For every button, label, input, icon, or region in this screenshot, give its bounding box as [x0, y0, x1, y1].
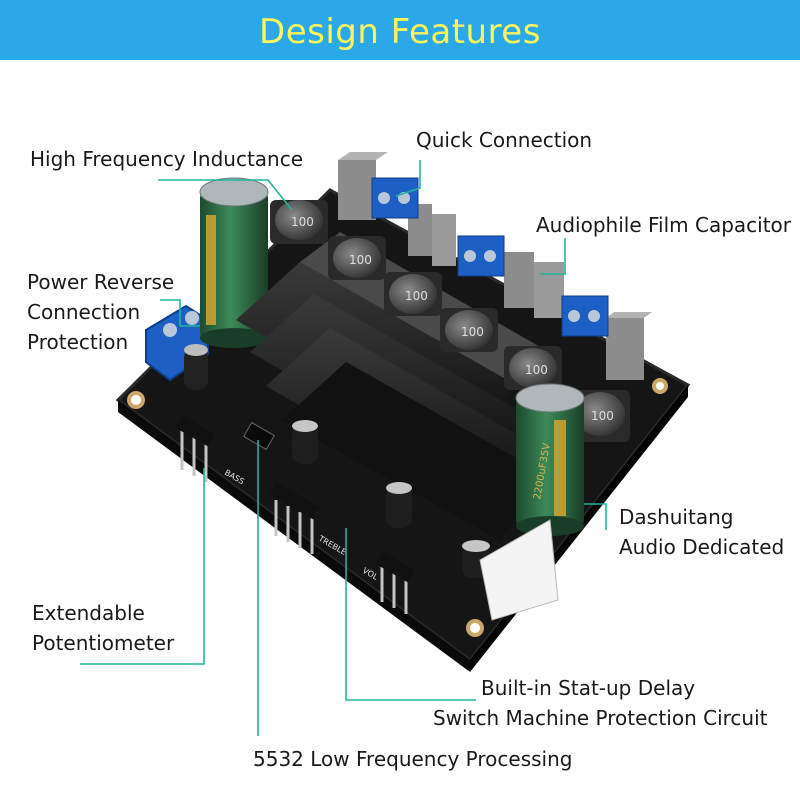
leader-film	[540, 238, 566, 275]
leader-dashuitang	[584, 503, 607, 530]
inductor: 100	[328, 236, 386, 280]
small-capacitor	[386, 482, 412, 528]
inductor: 100	[270, 200, 328, 244]
header-banner	[0, 0, 800, 60]
leader-lines	[80, 160, 607, 736]
label-power-reverse-3: Protection	[27, 330, 129, 354]
label-high-frequency-inductance: High Frequency Inductance	[30, 147, 304, 171]
label-extendable-2: Potentiometer	[32, 631, 175, 655]
main-capacitor-left	[199, 177, 269, 348]
label-power-reverse-1: Power Reverse	[27, 270, 175, 294]
leader-power	[160, 299, 200, 327]
inductor-label: 100	[349, 253, 372, 267]
label-startup-delay-2: Switch Machine Protection Circuit	[433, 706, 768, 730]
label-quick-connection: Quick Connection	[416, 128, 593, 152]
page-title: Design Features	[259, 12, 541, 52]
label-extendable-1: Extendable	[32, 601, 145, 625]
small-capacitor	[184, 344, 208, 390]
film-capacitors	[338, 152, 652, 380]
white-connector	[479, 519, 559, 621]
inductor: 100	[440, 308, 498, 352]
leader-high-freq	[158, 179, 293, 211]
inductor-row: 100 100 100 100 100 100	[270, 200, 630, 442]
inductor-label: 100	[525, 363, 548, 377]
inductor: 100	[384, 272, 442, 316]
inductor-label: 100	[591, 409, 614, 423]
leader-quick	[395, 160, 421, 197]
label-startup-delay-1: Built-in Stat-up Delay	[481, 676, 696, 700]
leader-extend	[80, 468, 205, 665]
label-dashuitang-1: Dashuitang	[619, 505, 734, 529]
pin-header	[180, 430, 408, 614]
label-audiophile-film-capacitor: Audiophile Film Capacitor	[536, 213, 792, 237]
label-low-frequency: 5532 Low Frequency Processing	[253, 747, 573, 771]
inductor: 100	[504, 346, 562, 390]
inductor-label: 100	[291, 215, 314, 229]
label-dashuitang-2: Audio Dedicated	[619, 535, 785, 559]
op-amp-chip	[243, 421, 275, 451]
inductor-label: 100	[461, 325, 484, 339]
small-capacitor	[292, 420, 318, 464]
speaker-terminals	[371, 177, 609, 337]
label-power-reverse-2: Connection	[27, 300, 141, 324]
leader-delay	[345, 528, 476, 701]
inductor-label: 100	[405, 289, 428, 303]
inductor: 100	[570, 390, 630, 442]
